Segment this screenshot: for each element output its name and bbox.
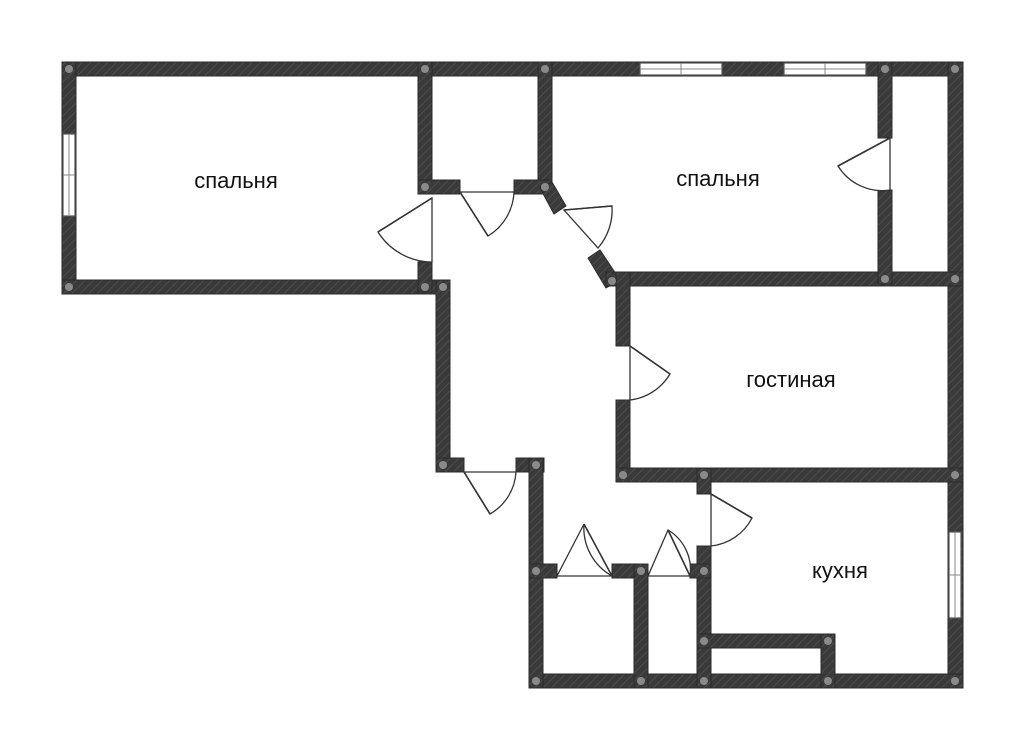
wall-bath-divider	[633, 563, 649, 689]
wall-bedroom2-closet-upper	[877, 61, 893, 139]
window-icon	[948, 531, 962, 619]
door-swing-icon	[629, 344, 671, 401]
wall-nodes	[65, 65, 959, 685]
door-swing-icon	[458, 191, 515, 237]
wall-closet-right	[537, 61, 553, 193]
wall-closet-bottom-left	[417, 179, 461, 195]
wall-kitchen-left	[696, 545, 712, 689]
room-label-kitchen: кухня	[812, 558, 868, 583]
wall-duct-top	[696, 633, 836, 649]
room-label-living-room: гостиная	[746, 367, 835, 392]
door-swing-icon	[647, 529, 692, 577]
door-swing-icon	[837, 136, 891, 192]
window-icon	[62, 133, 76, 217]
window-icon	[639, 62, 723, 76]
wall-duct-right	[820, 633, 836, 689]
wall-bedroom1-right-upper	[417, 61, 433, 195]
door-swing-icon	[710, 492, 753, 547]
wall-bedroom1-bottom	[61, 279, 449, 295]
wall-bedroom2-closet-lower	[877, 189, 893, 285]
door-swing-icon	[555, 523, 615, 577]
window-icon	[783, 62, 867, 76]
windows	[62, 62, 962, 619]
wall-living-bottom	[615, 467, 964, 483]
door-swing-icon	[462, 471, 517, 515]
wall-living-left-upper	[615, 271, 631, 347]
wall-hall-left	[435, 279, 451, 471]
door-swing-icon	[562, 205, 613, 249]
room-label-bedroom-1: спальня	[194, 168, 278, 193]
wall-bedroom2-bottom	[605, 271, 964, 287]
door-swing-icon	[377, 196, 433, 263]
doors	[377, 136, 891, 577]
wall-bottom	[528, 673, 964, 689]
room-label-bedroom-2: спальня	[676, 166, 760, 191]
